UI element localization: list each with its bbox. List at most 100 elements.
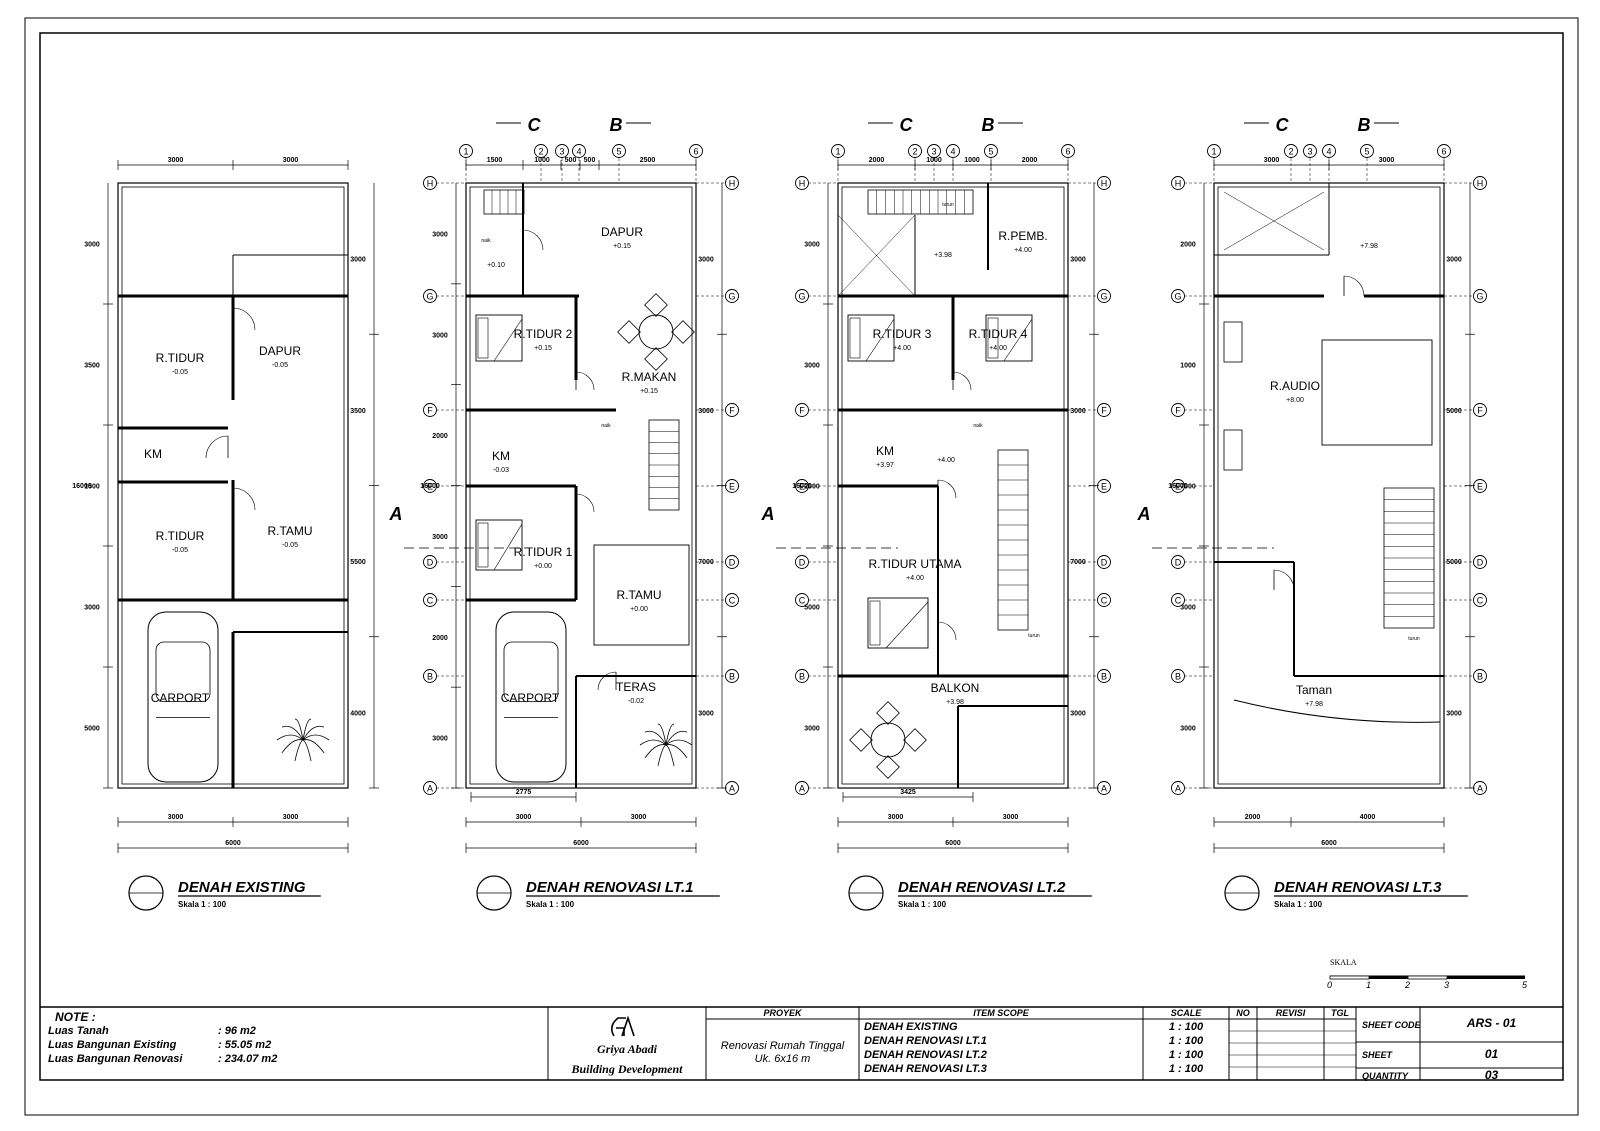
chair [617,320,641,344]
grid-bubble-label: D [427,558,434,568]
tgl-header: TGL [1331,1008,1349,1018]
dining-table-icon [849,701,927,779]
dim-label: 2000 [869,157,885,164]
inner-border [39,32,1564,1081]
car-roof [503,641,559,702]
total-height-dimension: 16000 [72,483,92,490]
room-level-2: +7.98 [1305,701,1323,708]
sheet-code: ARS - 01 [1466,1016,1517,1030]
grid-bubble-circle [1360,144,1374,158]
door-swing-arc [1343,275,1365,297]
plant-leaf [294,718,304,741]
grid-bubble-label: F [427,406,433,416]
dim-label: 3000 [432,231,448,238]
grid-bubble-label: 5 [1364,147,1369,157]
scope-item-4: DENAH RENOVASI LT.3 [864,1063,987,1075]
grid-bubble-circle [689,144,703,158]
scale-bar-tick-2: 2 [1405,980,1411,990]
revisi-header: REVISI [1275,1008,1306,1018]
grid-bubble: A [795,781,809,795]
grid-bubble: E [1097,479,1111,493]
section-mark-b: B [1358,115,1371,135]
dim-label: 500 [565,157,577,164]
grid-bubble: 4 [1322,144,1336,158]
room-level-5: +4.00 [937,457,955,464]
grid-bubble: G [1171,289,1185,303]
grid-bubble: 3 [927,144,941,158]
grid-bubble-label: A [427,784,433,794]
grid-bubble-circle [1171,593,1185,607]
grid-bubble: 6 [1437,144,1451,158]
speaker-icon [1223,429,1243,471]
grid-bubble: F [1473,403,1487,417]
room-name-0: DAPUR [601,225,643,239]
dim-label: 6000 [1321,840,1337,847]
bed-blanket-fold [493,318,523,362]
grid-bubble-label: 2 [912,147,917,157]
dim-label: 3000 [168,814,184,821]
stair-icon [997,449,1029,631]
grid-bubble: F [795,403,809,417]
chair [644,347,668,371]
door-icon [232,487,256,511]
total-width-dimension: 6000 [837,840,1069,853]
dim-label: 1000 [534,157,550,164]
dim-label: 6000 [945,840,961,847]
grid-bubble: A [1097,781,1111,795]
dim-label: 3000 [888,814,904,821]
grid-bubble: B [423,669,437,683]
bed-pillow [849,317,861,359]
grid-bubble-circle [725,403,739,417]
grid-bubble: G [725,289,739,303]
grid-bubble-circle [1061,144,1075,158]
grid-bubble-label: B [1175,672,1181,682]
dim-label: 3000 [1003,814,1019,821]
table-top [638,314,674,350]
dim-label: 3000 [1446,710,1462,717]
plant-leaf [302,718,312,741]
grid-bubble: E [1473,479,1487,493]
dim-label: 3000 [432,534,448,541]
grid-bubble-circle [725,593,739,607]
grid-bubble: C [423,593,437,607]
sheet-label: SHEET [1362,1050,1393,1060]
door-icon [575,371,595,391]
grid-bubble-label: G [798,292,805,302]
room-name-0: R.TIDUR [156,351,205,365]
room-level-7: +3.98 [946,699,964,706]
dim-label: 2000 [1180,242,1196,249]
grid-bubble-label: 4 [1326,147,1331,157]
dim-label: 3425 [900,789,916,796]
grid-bubble-circle [423,593,437,607]
inner-dimension: 3425 [842,789,974,802]
grid-bubble: C [1171,593,1185,607]
dim-label: 3000 [1070,710,1086,717]
room-name-5: R.TIDUR 1 [514,545,573,559]
grid-bubble-label: 4 [576,147,581,157]
room-level-2: +0.15 [534,345,552,352]
grid-bubble-circle [1437,144,1451,158]
plant-leaf [665,744,688,759]
dim-label: 3000 [1070,257,1086,264]
plan-scale-text: Skala 1 : 100 [898,900,947,909]
bed-frame [985,314,1033,362]
dim-label: 3000 [516,814,532,821]
grid-bubble: 4 [572,144,586,158]
grid-bubble: 3 [555,144,569,158]
stair-note-turun: turun [942,202,954,208]
bed-blanket-fold [865,318,895,362]
plant-leaf [644,744,667,759]
grid-bubble-circle [795,593,809,607]
grid-bubble-circle [1097,176,1111,190]
grid-bubble-circle [1473,289,1487,303]
plant-leaf [657,744,667,767]
plant-icon [276,718,330,762]
